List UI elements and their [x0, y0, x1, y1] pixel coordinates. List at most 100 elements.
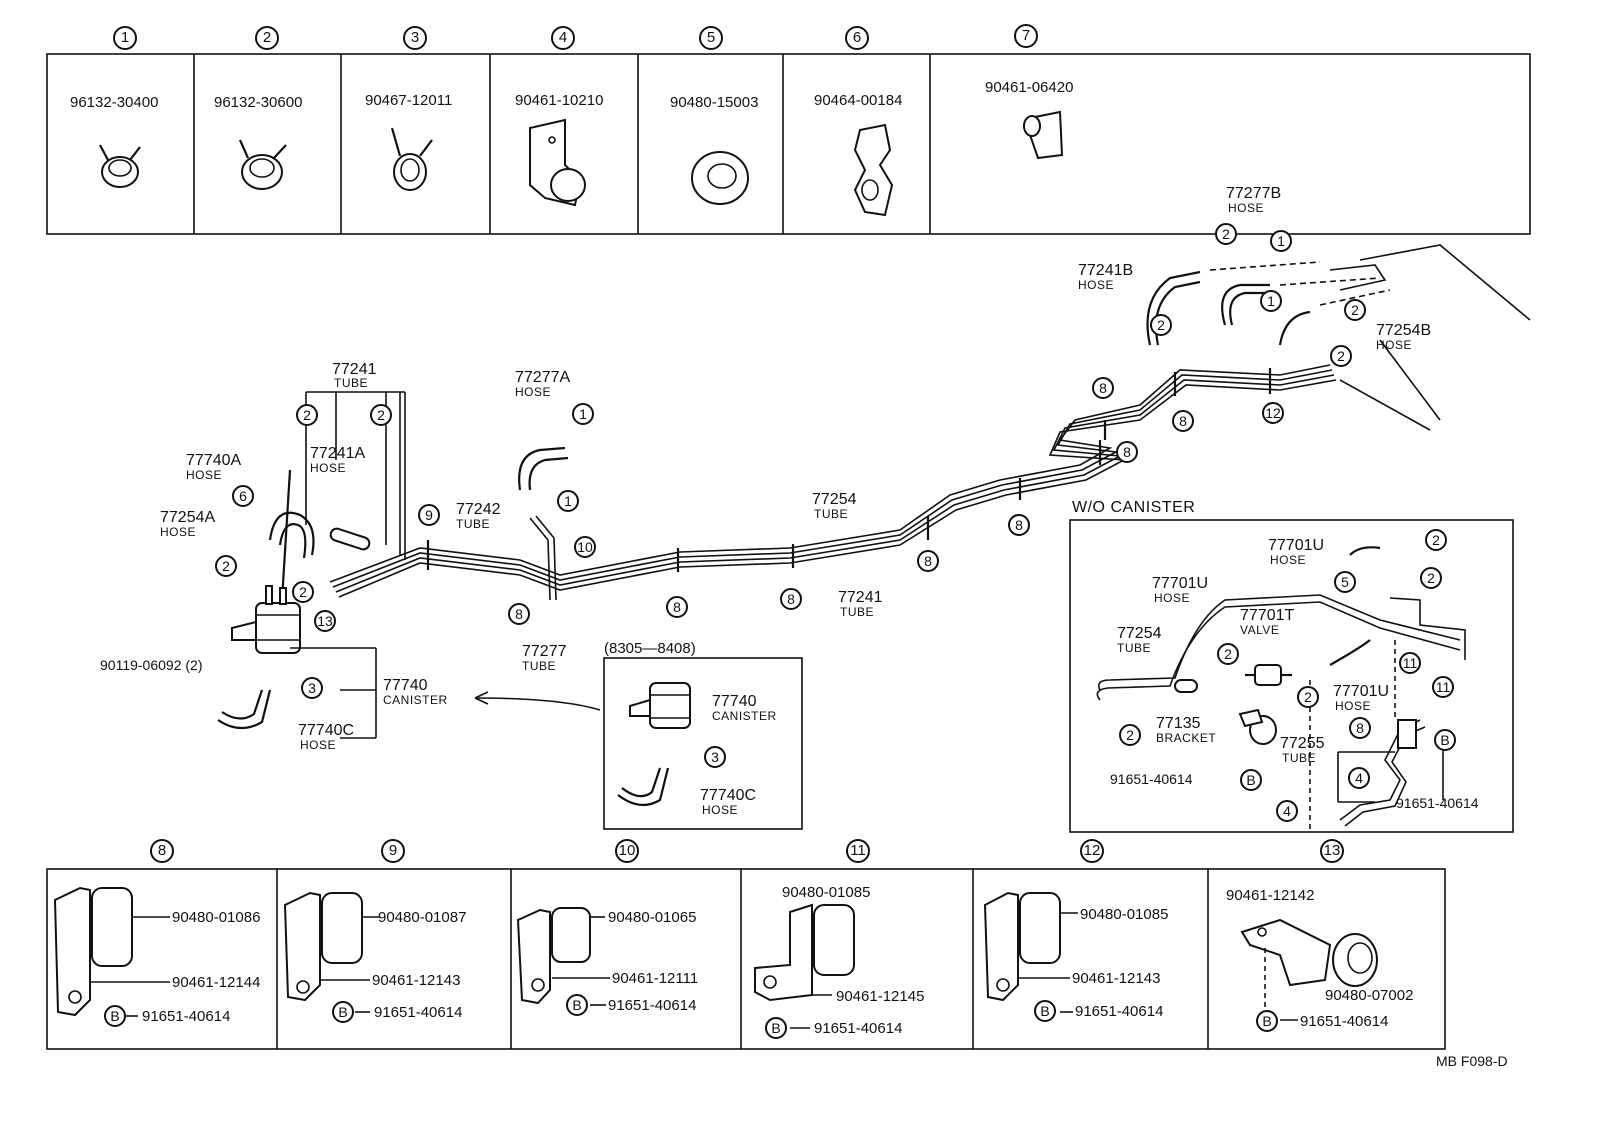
wo-callout-2-e: 2: [1119, 724, 1141, 746]
callout-9-a: 9: [418, 504, 440, 526]
label-77242: 77242: [456, 501, 501, 518]
b8-bolt-mark: B: [104, 1005, 126, 1027]
callout-2-c: 2: [215, 555, 237, 577]
body-outline: [1329, 244, 1531, 431]
callout-13-a: 13: [314, 610, 336, 632]
b9-part-3: 91651-40614: [374, 1004, 463, 1021]
tube-77242-line: [529, 517, 551, 601]
b10-part-1: 90480-01065: [608, 909, 697, 926]
wo-callout-bolt-b: B: [1240, 769, 1262, 791]
grommet-5-icon: [691, 151, 749, 205]
b9-bolt-mark: B: [332, 1001, 354, 1023]
callout-8: 8: [150, 839, 174, 863]
wo-callout-5: 5: [1334, 571, 1356, 593]
label-77254A-hose: HOSE: [160, 525, 197, 539]
part-number-7: 90461-06420: [985, 79, 1074, 96]
callout-2-g: 2: [1344, 299, 1366, 321]
wo-callout-2-a: 2: [1425, 529, 1447, 551]
b13-part-2: 90480-07002: [1325, 987, 1414, 1004]
part-number-5: 90480-15003: [670, 94, 759, 111]
part-number-2: 96132-30600: [214, 94, 303, 111]
part-number-4: 90461-10210: [515, 92, 604, 109]
bottom-leaders: [90, 912, 1298, 1029]
wo-callout-8: 8: [1349, 717, 1371, 739]
wo-tube-77255-shape: [1339, 719, 1426, 827]
hose-77277A-shape: [518, 446, 566, 491]
inset-label-hose: HOSE: [702, 803, 739, 817]
diagram-code: MB F098-D: [1436, 1053, 1508, 1069]
wo-callout-11-b: 11: [1432, 676, 1454, 698]
wo-label-77701U-left: 77701U: [1152, 575, 1209, 592]
clamp-4-icon: [529, 118, 586, 207]
wo-label-77135-bracket: BRACKET: [1156, 731, 1217, 745]
callout-3-a: 3: [301, 677, 323, 699]
wo-label-77255-tube: TUBE: [1282, 751, 1317, 765]
wo-label-77701T: 77701T: [1240, 607, 1295, 624]
wo-label-77701U-left-hose: HOSE: [1154, 591, 1191, 605]
wo-callout-4-a: 4: [1348, 767, 1370, 789]
label-77277: 77277: [522, 643, 567, 660]
clip-3-icon: [390, 127, 433, 191]
wo-label-77254: 77254: [1117, 625, 1162, 642]
wo-hose-77701U-top: [1349, 546, 1381, 556]
b13-bolt-mark: B: [1256, 1010, 1278, 1032]
bundle-clamp-marks: [426, 368, 1272, 572]
callout-2-f: 2: [1150, 314, 1172, 336]
label-77242-tube: TUBE: [456, 517, 491, 531]
b8-part-1: 90480-01086: [172, 909, 261, 926]
wo-tube-right: [1389, 597, 1466, 660]
wo-leader-lines: [1337, 748, 1444, 803]
callout-8-a: 8: [508, 603, 530, 625]
callout-2: 2: [255, 26, 279, 50]
label-77740: 77740: [383, 677, 428, 694]
inset-arrow: [474, 697, 601, 711]
callout-2-d: 2: [292, 581, 314, 603]
b12-part-3: 91651-40614: [1075, 1003, 1164, 1020]
wo-label-77701U-right-hose: HOSE: [1335, 699, 1372, 713]
bottom-table-frame: [46, 868, 1446, 1050]
callout-13: 13: [1320, 839, 1344, 863]
label-77241A-hose: HOSE: [310, 461, 347, 475]
label-77254B-hose: HOSE: [1376, 338, 1413, 352]
label-77241A: 77241A: [310, 445, 366, 462]
wo-label-77701U-top: 77701U: [1268, 537, 1325, 554]
clip-2-icon: [238, 139, 287, 190]
label-77241: 77241: [332, 361, 377, 378]
label-77241B: 77241B: [1078, 262, 1134, 279]
wo-bracket-shape: [1238, 708, 1277, 745]
wo-callout-11-a: 11: [1399, 652, 1421, 674]
hose-77241B-shape: [1146, 270, 1201, 346]
label-77241B-hose: HOSE: [1078, 278, 1115, 292]
callout-2-b: 2: [370, 404, 392, 426]
bracket-10-icon: [516, 907, 591, 1005]
b9-part-2: 90461-12143: [372, 972, 461, 989]
dashed-connections: [1209, 261, 1391, 306]
wo-canister-frame: [1069, 519, 1514, 833]
wo-hose-77701U-left-shape: [1174, 679, 1198, 693]
leader-77740-bracket: [290, 647, 377, 739]
hose-77254A-shape: [268, 511, 315, 556]
b10-part-3: 91651-40614: [608, 997, 697, 1014]
part-number-3: 90467-12011: [365, 92, 453, 109]
wo-label-91651-left: 91651-40614: [1110, 771, 1193, 787]
label-77277A-hose: HOSE: [515, 385, 552, 399]
b9-part-1: 90480-01087: [378, 909, 467, 926]
label-77740C-hose: HOSE: [300, 738, 337, 752]
top-table-frame: [46, 53, 1531, 235]
wo-label-77701U-top-hose: HOSE: [1270, 553, 1307, 567]
label-77241-lower-tube: TUBE: [840, 605, 875, 619]
b10-part-2: 90461-12111: [612, 970, 699, 987]
wo-callout-2-c: 2: [1217, 643, 1239, 665]
label-77740C: 77740C: [298, 722, 355, 739]
bottom-table-dividers: [276, 869, 1209, 1049]
wo-callout-4-b: 4: [1276, 800, 1298, 822]
bracket-12-icon: [983, 891, 1061, 1002]
label-90119: 90119-06092 (2): [100, 657, 203, 673]
callout-11: 11: [846, 839, 870, 863]
inset-label-77740C: 77740C: [700, 787, 757, 804]
b8-part-2: 90461-12144: [172, 974, 261, 991]
label-77277B: 77277B: [1226, 185, 1282, 202]
label-77254-tube: TUBE: [814, 507, 849, 521]
